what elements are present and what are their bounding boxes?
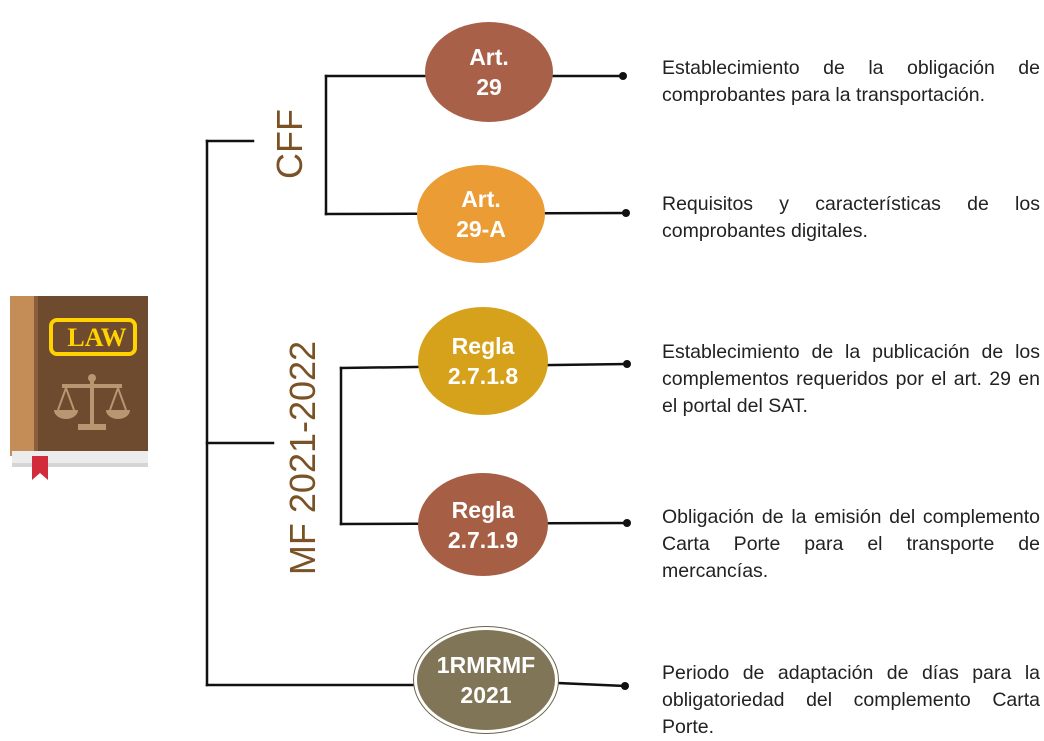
node-line2: 29-A [456, 216, 506, 242]
description-rmf2021: Periodo de adaptación de días para la ob… [662, 662, 1040, 738]
node-line2: 2.7.1.9 [447, 526, 519, 553]
description-art29: Establecimiento de la obligación de comp… [662, 57, 1040, 106]
endpoint-dot [623, 519, 631, 527]
endpoint-dot [619, 72, 627, 80]
description-regla2719: Obligación de la emisión del complemento… [662, 506, 1040, 582]
node-regla2718: Regla 2.7.1.8 [418, 307, 548, 415]
node-art29: Art. 29 [425, 22, 553, 122]
node-art29a: Art. 29-A [417, 165, 545, 263]
node-line2: 2021 [460, 682, 512, 708]
group-label-mf: MF 2021-2022 [282, 340, 323, 576]
node-line1: Regla [451, 496, 515, 523]
endpoint-dot [621, 682, 629, 690]
endpoint-dot [622, 209, 630, 217]
node-line2: 2.7.1.8 [447, 363, 519, 389]
node-line1: Regla [451, 333, 515, 359]
rmf-line [556, 681, 626, 688]
node-regla2719: Regla 2.7.1.9 [418, 473, 548, 576]
node-line1: 1RMRMF [436, 652, 536, 678]
description-regla2718: Establecimiento de la publicación de los… [662, 341, 1040, 417]
book-label: LAW [67, 323, 127, 352]
node-rmf2021: 1RMRMF 2021 [414, 627, 558, 733]
description-art29a: Requisitos y características de los comp… [662, 193, 1040, 242]
law-book-icon: LAW [8, 296, 150, 487]
node-line2: 29 [476, 74, 502, 100]
node-line1: Art. [469, 44, 509, 70]
group-label-cff: CFF [269, 109, 310, 179]
endpoint-dot [623, 360, 631, 368]
node-line1: Art. [461, 186, 501, 212]
